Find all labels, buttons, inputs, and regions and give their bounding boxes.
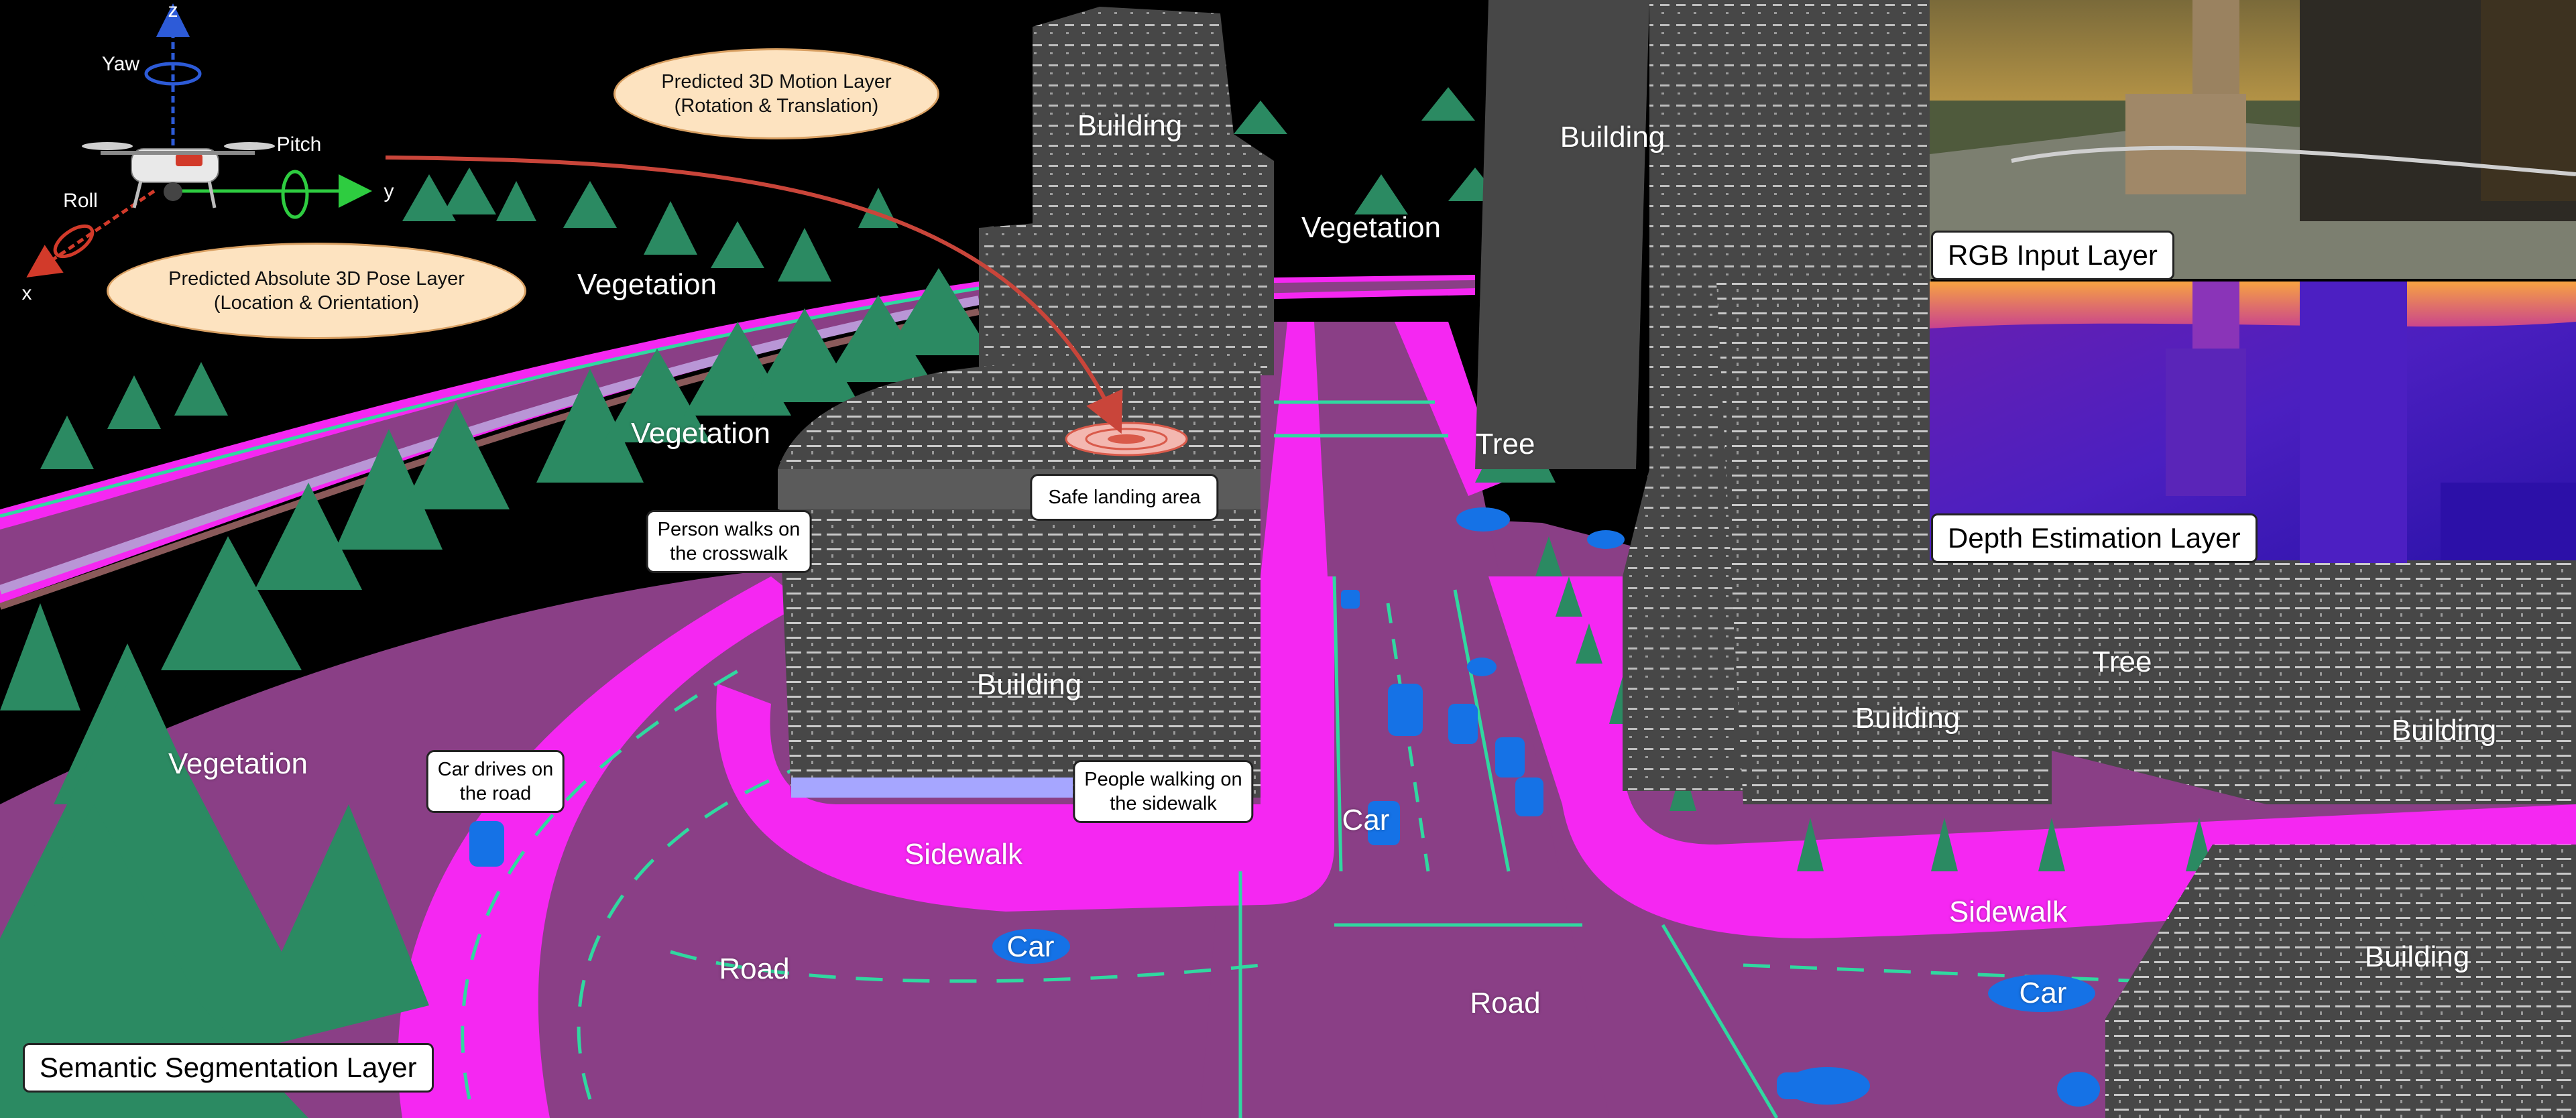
axis-y-label: y bbox=[384, 180, 394, 202]
axis-pitch-label: Pitch bbox=[276, 133, 322, 156]
person-callout-line2: the crosswalk bbox=[670, 543, 788, 564]
safe-landing-callout: Safe landing area bbox=[1030, 474, 1219, 521]
axis-roll-label: Roll bbox=[63, 190, 98, 212]
people-callout-line1: People walking on bbox=[1084, 769, 1242, 790]
drone-icon bbox=[82, 142, 275, 208]
absolute-pose-layer-callout: Predicted Absolute 3D Pose Layer (Locati… bbox=[107, 243, 526, 339]
label-sidewalk-right: Sidewalk bbox=[1948, 895, 2068, 928]
label-tree-2: Tree bbox=[2092, 645, 2152, 678]
label-car-2: Car bbox=[1006, 930, 1055, 963]
motion-layer-callout: Predicted 3D Motion Layer (Rotation & Tr… bbox=[613, 48, 939, 139]
people-sidewalk-callout: People walking on the sidewalk bbox=[1073, 760, 1254, 823]
vegetation-left bbox=[0, 268, 992, 1118]
car-callout-line2: the road bbox=[459, 783, 532, 804]
vegetation-top-trees bbox=[40, 87, 1502, 469]
car-masks bbox=[469, 507, 2100, 1107]
axis-x-label: x bbox=[21, 282, 32, 304]
motion-layer-subtitle: (Rotation & Translation) bbox=[674, 95, 879, 117]
label-building-tower: Building bbox=[1077, 109, 1183, 142]
absolute-pose-subtitle: (Location & Orientation) bbox=[213, 292, 420, 314]
label-road-left: Road bbox=[719, 952, 790, 985]
person-crosswalk-callout: Person walks on the crosswalk bbox=[646, 510, 812, 573]
label-vegetation-right: Vegetation bbox=[1301, 211, 1441, 244]
car-road-callout: Car drives on the road bbox=[426, 750, 565, 813]
axis-z-label: z bbox=[168, 0, 178, 21]
absolute-pose-title: Predicted Absolute 3D Pose Layer bbox=[168, 268, 465, 290]
label-vegetation-top: Vegetation bbox=[577, 268, 717, 301]
people-callout-line2: the sidewalk bbox=[1110, 793, 1217, 814]
person-callout-line1: Person walks on bbox=[657, 519, 801, 540]
rgb-input-panel bbox=[1930, 0, 2576, 279]
label-road-center: Road bbox=[1470, 987, 1541, 1019]
rgb-layer-label: RGB Input Layer bbox=[1931, 231, 2174, 280]
label-building-center: Building bbox=[976, 668, 1082, 701]
label-vegetation-left: Vegetation bbox=[168, 747, 308, 780]
label-tree-1: Tree bbox=[1475, 428, 1535, 460]
motion-layer-title: Predicted 3D Motion Layer bbox=[661, 71, 892, 92]
landing-target-marker bbox=[1065, 422, 1188, 456]
motion-arrow bbox=[385, 156, 1123, 434]
label-building-bottom-right: Building bbox=[2364, 940, 2470, 973]
label-building-far-right: Building bbox=[2391, 714, 2497, 747]
drone-axes-diagram bbox=[26, 3, 372, 278]
car-callout-line1: Car drives on bbox=[437, 759, 554, 780]
label-car-1: Car bbox=[1342, 804, 1390, 836]
depth-layer-label: Depth Estimation Layer bbox=[1931, 513, 2258, 563]
lane-markings bbox=[461, 400, 2414, 1118]
label-building-mid-right: Building bbox=[1855, 702, 1960, 735]
label-sidewalk-left: Sidewalk bbox=[904, 838, 1023, 871]
axis-yaw-label: Yaw bbox=[101, 53, 140, 75]
label-vegetation-middle: Vegetation bbox=[631, 417, 770, 450]
label-building-right-top: Building bbox=[1560, 121, 1665, 153]
label-car-3: Car bbox=[2019, 977, 2067, 1009]
semantic-layer-label: Semantic Segmentation Layer bbox=[23, 1043, 434, 1093]
